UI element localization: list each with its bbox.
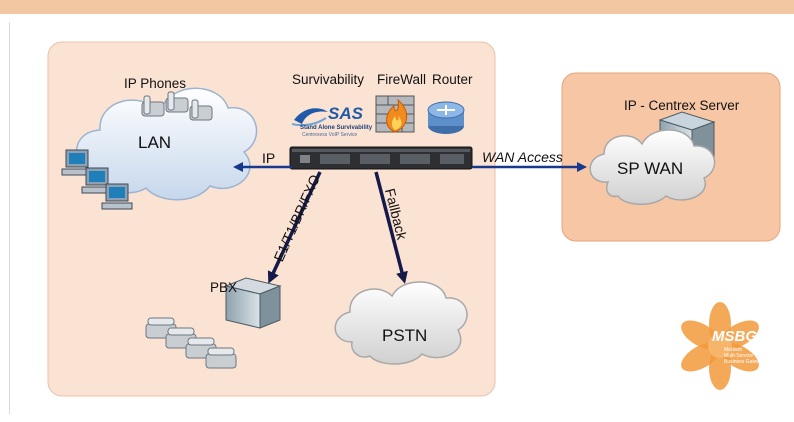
router-icon <box>427 101 465 134</box>
pstn-cloud <box>334 281 468 365</box>
msbg-logo-mark: MSBG <box>712 328 757 345</box>
sas-logo-mark: SAS <box>328 104 363 123</box>
sas-logo-line1: Stand Alone Survivability <box>300 125 373 131</box>
pbx-icon <box>224 277 282 329</box>
wan-access-label: WAN Access <box>482 149 563 165</box>
msbg-logo <box>681 302 759 390</box>
msbg-logo-line2: Multi-Service <box>724 353 753 359</box>
msbg-logo-line1: Mediant <box>724 347 742 353</box>
msbg-logo-line3: Business Gateway <box>724 359 766 365</box>
top-banner <box>0 0 794 14</box>
ip-link-label: IP <box>262 150 276 166</box>
lan-label: LAN <box>138 133 172 152</box>
pbx-label: PBX <box>210 280 238 295</box>
sp-wan-cloud <box>589 129 716 205</box>
firewall-label: FireWall <box>377 72 426 87</box>
ip-phones-icon <box>141 91 213 121</box>
firewall-icon <box>375 95 415 133</box>
pstn-label: PSTN <box>382 326 428 345</box>
pbx-link-line <box>267 171 322 284</box>
ip-centrex-label: IP - Centrex Server <box>624 98 740 113</box>
survivability-label: Survivability <box>292 72 365 87</box>
gateway-device <box>289 146 473 170</box>
sas-logo-line2: Centrexess VoIP Service <box>302 132 358 138</box>
sp-wan-label: SP WAN <box>617 159 684 178</box>
analog-phones-icon <box>145 317 237 369</box>
sas-logo <box>291 108 328 127</box>
router-label: Router <box>432 72 473 87</box>
lan-computers-icon <box>61 149 133 210</box>
left-rule <box>9 22 10 414</box>
ip-phones-label: IP Phones <box>124 76 187 91</box>
pstn-link-line <box>374 171 408 284</box>
